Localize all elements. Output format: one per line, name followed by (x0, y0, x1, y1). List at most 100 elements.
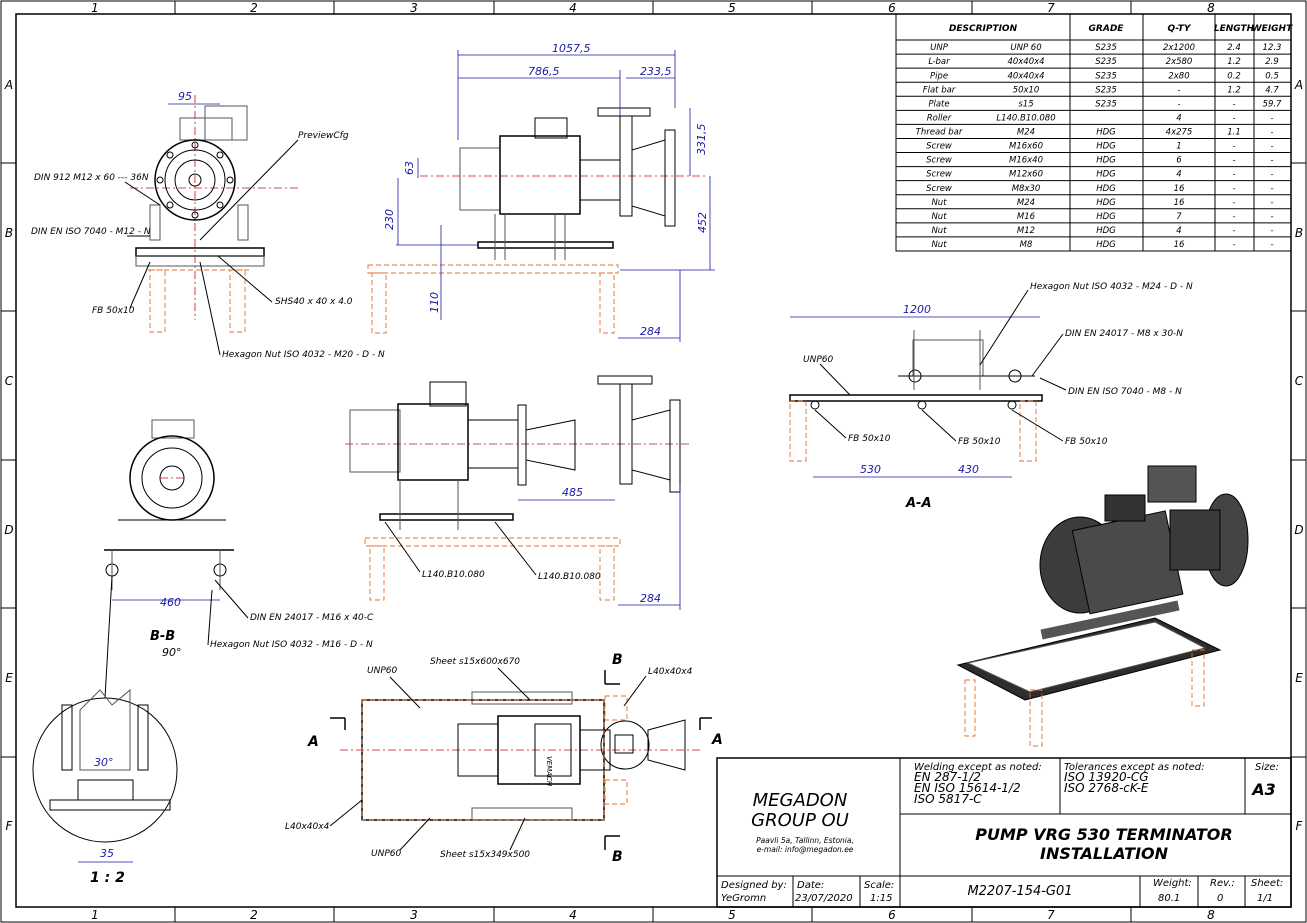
rev-label: Rev.: (1210, 878, 1235, 889)
bom-cell: HDG (1096, 240, 1116, 250)
label-section-a-left: A (307, 734, 319, 750)
scale-value: 1:15 (870, 893, 892, 904)
dim-530: 530 (813, 463, 920, 478)
dim-30deg-text: 30° (94, 756, 114, 769)
bom-cell: - (1270, 156, 1273, 166)
label-din912: DIN 912 M12 x 60 --- 36N (34, 173, 149, 183)
bom-cell: 50x10 (1013, 85, 1040, 95)
dim-1057-text: 1057,5 (552, 42, 591, 55)
dim-1200: 1200 (790, 303, 1040, 318)
welding-std-2: EN ISO 15614-1/2 (914, 781, 1021, 795)
label-unp60-bottom: UNP60 (371, 849, 401, 859)
bom-cell: - (1232, 113, 1235, 123)
drawing-number: M2207-154-G01 (967, 884, 1072, 899)
zone-col-4-bottom: 4 (569, 908, 577, 922)
zone-labels-bottom: 1 2 3 4 5 6 7 8 (91, 908, 1215, 922)
zone-labels-top: 1 2 3 4 5 6 7 8 (91, 1, 1215, 15)
size-value: A3 (1250, 780, 1276, 799)
zone-col-3-bottom: 3 (410, 908, 418, 922)
label-section-b-bottom: B (612, 849, 623, 865)
bom-cell: - (1270, 128, 1273, 138)
bom-cell: M16 (1017, 212, 1036, 222)
bom-cell: S235 (1095, 85, 1117, 95)
zone-row-b-left: B (5, 226, 13, 240)
label-hexnut-m16: Hexagon Nut ISO 4032 - M16 - D - N (210, 640, 373, 650)
label-din24017-m8: DIN EN 24017 - M8 x 30-N (1065, 329, 1183, 339)
label-din7040-m12: DIN EN ISO 7040 - M12 - N (31, 227, 151, 237)
drawing-title-line1: PUMP VRG 530 TERMINATOR (975, 825, 1232, 844)
zone-col-5-bottom: 5 (728, 908, 736, 922)
bom-cell: HDG (1096, 142, 1116, 152)
dim-452-text: 452 (696, 212, 709, 233)
bom-cell: HDG (1096, 170, 1116, 180)
bom-cell: Nut (931, 226, 947, 236)
bom-cell: Nut (931, 240, 947, 250)
zone-col-6-bottom: 6 (888, 908, 896, 922)
company-address: Paavli 5a, Tallinn, Estonia, (756, 836, 854, 845)
weight-value: 80.1 (1158, 893, 1180, 904)
zone-row-c-left: C (5, 374, 14, 388)
welding-title: Welding except as noted: (914, 762, 1042, 773)
zone-labels-right: A B C D E F (1294, 78, 1304, 833)
dim-284-middle-text: 284 (640, 592, 661, 605)
dim-233-text: 233,5 (640, 65, 672, 78)
bom-cell: Screw (926, 184, 952, 194)
bom-cell: Nut (931, 198, 947, 208)
zone-row-b-right: B (1295, 226, 1303, 240)
bom-cell: 4 (1176, 226, 1181, 236)
section-aa-view (789, 330, 1043, 462)
bom-cell: M16x60 (1009, 142, 1043, 152)
bom-cell: M16x40 (1009, 156, 1043, 166)
label-fb-aa-2: FB 50x10 (958, 437, 1001, 447)
zone-row-e-right: E (1295, 671, 1303, 685)
bom-cell: - (1270, 198, 1273, 208)
zone-col-1-top: 1 (91, 1, 99, 15)
dim-284-top: 284 (618, 270, 681, 342)
dim-230-text: 230 (383, 209, 396, 230)
bom-cell: - (1177, 85, 1180, 95)
bom-cell: - (1270, 113, 1273, 123)
dim-430-text: 430 (958, 463, 979, 476)
dim-35: 35 (78, 847, 133, 863)
zone-col-2-top: 2 (250, 1, 258, 15)
bom-cell: 2x580 (1166, 57, 1193, 67)
label-sheet-top: Sheet s15x600x670 (430, 657, 520, 667)
dim-331: 331,5 (689, 108, 708, 176)
dim-530-text: 530 (860, 463, 881, 476)
motor-brand-label: VEMACH (545, 756, 553, 787)
motor-front-view (118, 419, 226, 521)
label-shs: SHS40 x 40 x 4.0 (275, 297, 353, 307)
dim-485-text: 485 (562, 486, 583, 499)
bom-header-weight: WEIGHT (1252, 24, 1293, 34)
zone-col-6-top: 6 (888, 1, 896, 15)
dim-110-text: 110 (428, 292, 441, 313)
bom-cell: 40x40x4 (1007, 57, 1044, 67)
zone-col-5-top: 5 (728, 1, 736, 15)
bom-cell: - (1232, 156, 1235, 166)
bom-cell: - (1270, 184, 1273, 194)
isometric-render (956, 465, 1249, 747)
bom-cell: Plate (928, 99, 949, 109)
size-label: Size: (1255, 762, 1279, 773)
dim-786: 786,5 (458, 65, 621, 116)
label-detail-scale: 1 : 2 (90, 870, 125, 886)
section-markers (330, 670, 712, 850)
label-l40-top: L40x40x4 (648, 667, 693, 677)
dim-95-text: 95 (178, 90, 192, 103)
weight-label: Weight: (1153, 878, 1192, 889)
label-section-b-top: B (612, 652, 623, 668)
bom-cell: - (1232, 212, 1235, 222)
dim-230: 230 (383, 178, 478, 246)
bom-cell: HDG (1096, 184, 1116, 194)
zone-col-3-top: 3 (410, 1, 418, 15)
label-rotation: 90° (162, 646, 182, 659)
bom-cell: Pipe (930, 71, 948, 81)
label-hexnut-m24: Hexagon Nut ISO 4032 - M24 - D - N (1030, 282, 1193, 292)
bom-cell: - (1232, 142, 1235, 152)
bom-cell: 4 (1176, 113, 1181, 123)
bom-cell: 1.2 (1227, 57, 1241, 67)
bom-cell: Thread bar (916, 128, 963, 138)
zone-col-8-bottom: 8 (1207, 908, 1215, 922)
bom-cell: M24 (1017, 128, 1035, 138)
